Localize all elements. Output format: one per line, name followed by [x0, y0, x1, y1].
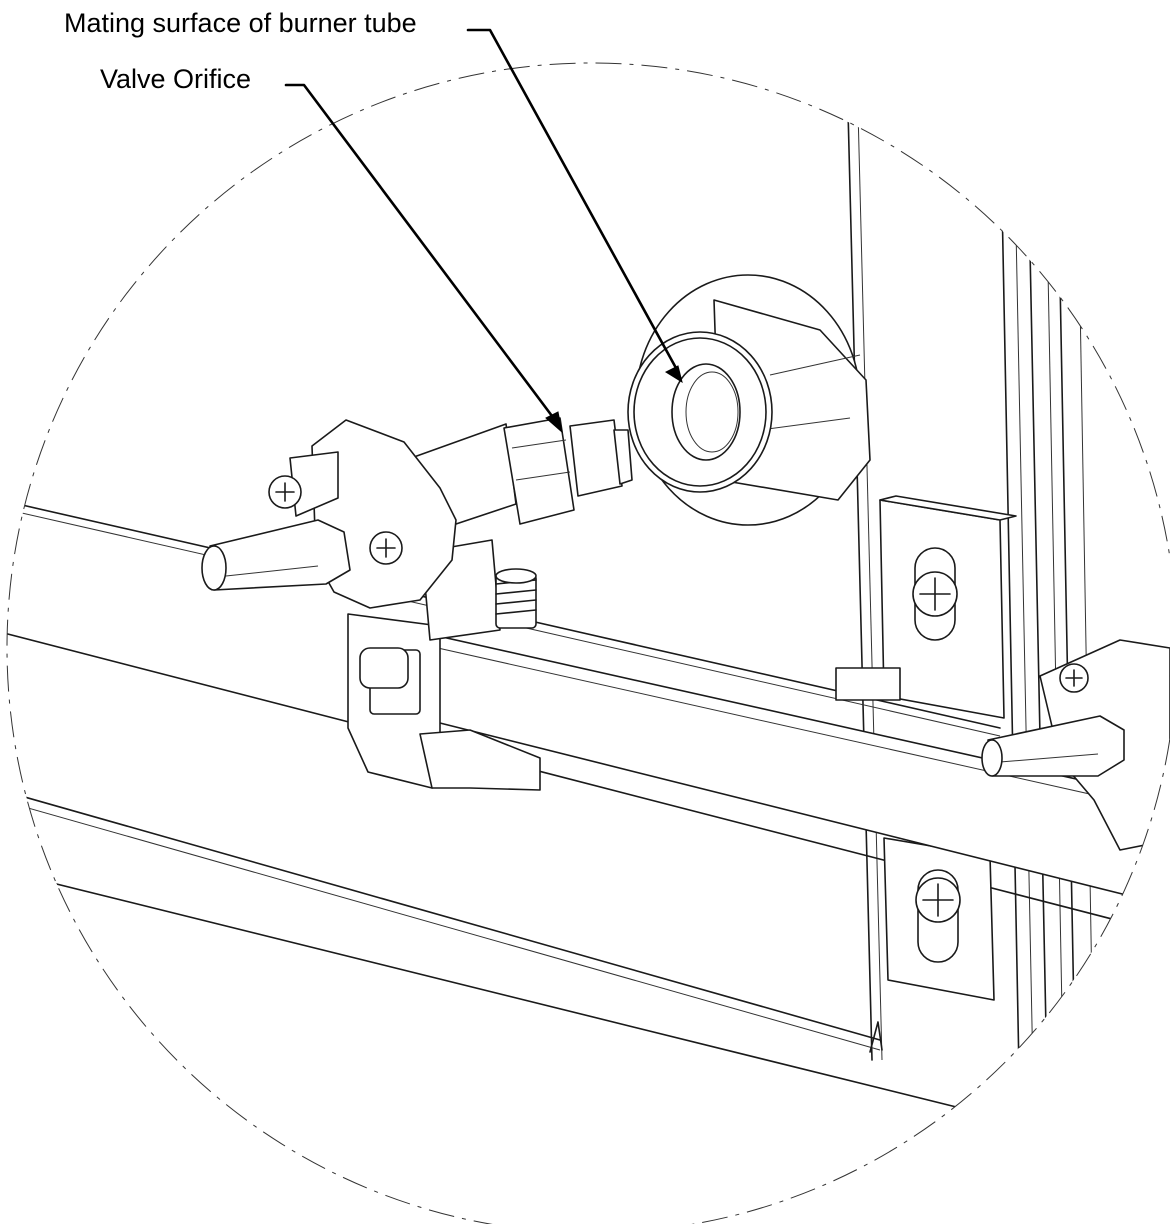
- burner-tube: [627, 274, 871, 526]
- mounting-bracket-lower: [883, 837, 995, 1001]
- callout-label-valve-orifice: Valve Orifice: [100, 64, 252, 94]
- leader-burner-tube: [466, 28, 678, 370]
- detail-contents: [7, 109, 1170, 1224]
- arrowhead-burner-tube: [664, 365, 683, 384]
- mounting-bracket-upper: [835, 495, 1017, 719]
- callout-leaders: [284, 28, 683, 434]
- arrowhead-valve-orifice: [545, 411, 563, 434]
- gas-valve-right: [981, 639, 1170, 851]
- gas-valve-left: [201, 417, 633, 791]
- leader-valve-orifice: [284, 83, 554, 418]
- callout-label-burner-tube: Mating surface of burner tube: [64, 8, 417, 38]
